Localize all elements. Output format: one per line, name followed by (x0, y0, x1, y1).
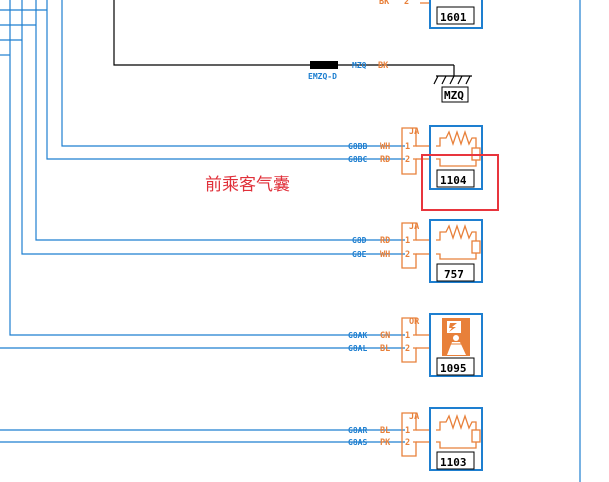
pin-number: 2 (405, 155, 410, 165)
wire-color: WH (380, 250, 390, 260)
pin-number: 1 (405, 426, 410, 436)
ground-icon (433, 75, 472, 85)
pin-number: 1 (405, 142, 410, 152)
pin-number: 1 (405, 331, 410, 341)
splice-label: EMZQ-D (308, 72, 337, 81)
component-id: 757 (444, 268, 464, 281)
wire-label: G8AK (348, 331, 367, 340)
pin-number: 1 (405, 236, 410, 246)
ground-wire-label: MZQ (352, 61, 367, 70)
wire-color: WH (380, 142, 390, 152)
connector-code: OR (409, 317, 420, 327)
wire-color: GN (380, 331, 390, 341)
component-1104: G8BB WH 1 G8BC RD 2 JA 1104 (348, 125, 483, 190)
wire-label: G8E (352, 250, 367, 259)
wire-color: BL (380, 344, 390, 354)
component-757: G8D RD 1 G8E WH 2 JA 757 (352, 219, 483, 283)
wire-color: RD (380, 236, 390, 246)
component-id: 1103 (440, 456, 467, 469)
routing-wires (0, 0, 405, 443)
annotation-text: 前乘客气囊 (205, 175, 290, 195)
wire-label: G8AL (348, 344, 367, 353)
connector-code: JA (409, 222, 419, 232)
wire-label: G8AS (348, 438, 367, 447)
ground-wire-color: BK (378, 61, 389, 71)
wire-label: G8BC (348, 155, 367, 164)
splice-marker (310, 61, 338, 69)
ground-circuit: EMZQ-D MZQ BK MZQ (113, 0, 472, 103)
component-1601-id: 1601 (440, 11, 467, 24)
resistor-icon (436, 413, 481, 449)
ground-label: MZQ (444, 89, 464, 102)
pin-number: 2 (405, 250, 410, 260)
component-id: 1104 (440, 174, 467, 187)
wire-label: G8BB (348, 142, 367, 151)
wire-color: BL (380, 426, 390, 436)
wire-color: PK (380, 438, 391, 448)
wire-color: RD (380, 155, 390, 165)
component-1095: G8AK GN 1 G8AL BL 2 OR 1095 (348, 313, 483, 377)
wire-label: G8D (352, 236, 367, 245)
wire-label: G8AR (348, 426, 367, 435)
top-wire-color: BK (379, 0, 390, 7)
top-pin-2: 2 (404, 0, 409, 7)
top-connector: BK 2 1601 (379, 0, 483, 29)
connector-code: JA (409, 412, 419, 422)
component-1103: G8AR BL 1 G8AS PK 2 JA 1103 (348, 407, 483, 471)
resistor-icon (436, 223, 481, 260)
highlight-box (421, 154, 499, 211)
pin-number: 2 (405, 344, 410, 354)
pin-number: 2 (405, 438, 410, 448)
component-id: 1095 (440, 362, 467, 375)
connector-code: JA (409, 127, 419, 137)
airbag-icon (442, 318, 470, 356)
